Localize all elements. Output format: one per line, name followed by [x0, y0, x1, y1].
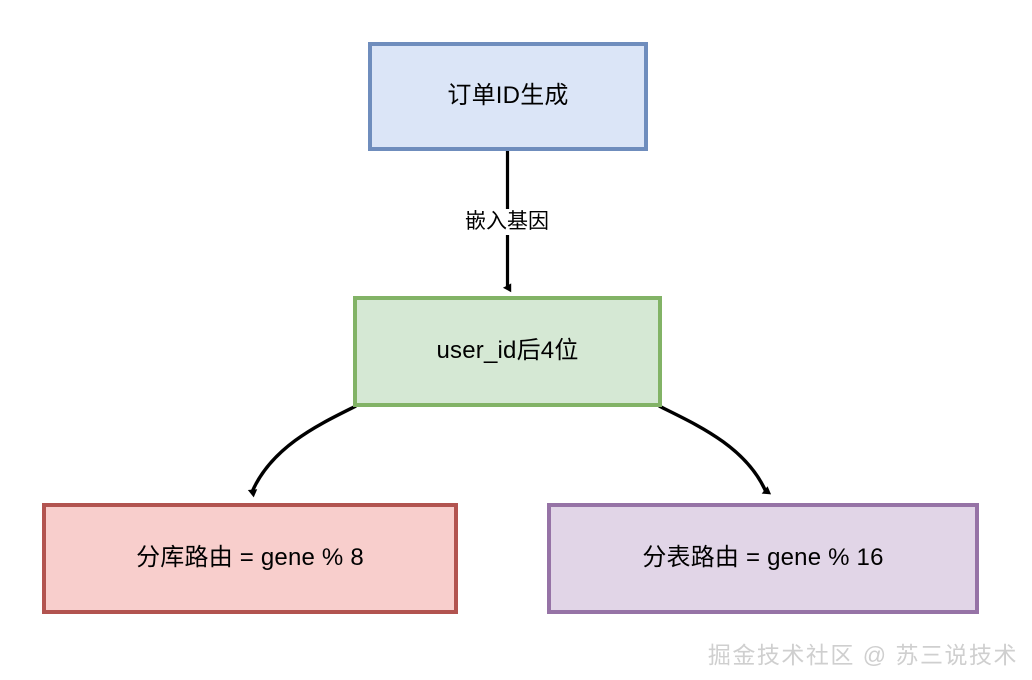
edge-gene-to-db [247, 404, 357, 498]
node-user-id-last-four-label: user_id后4位 [436, 337, 579, 365]
node-user-id-last-four[interactable]: user_id后4位 [353, 296, 662, 407]
node-database-route-label: 分库路由 = gene % 8 [136, 544, 364, 572]
edge-label-embed-gene: 嵌入基因 [440, 209, 574, 236]
node-order-id-label: 订单ID生成 [447, 82, 569, 110]
node-table-route-label: 分表路由 = gene % 16 [642, 544, 884, 572]
edge-label-embed-gene-text: 嵌入基因 [465, 210, 549, 233]
node-order-id-generation[interactable]: 订单ID生成 [368, 42, 648, 151]
node-table-route[interactable]: 分表路由 = gene % 16 [547, 503, 979, 614]
edge-gene-to-table [658, 404, 772, 495]
watermark: 掘金技术社区 @ 苏三说技术 [707, 642, 1018, 668]
node-database-route[interactable]: 分库路由 = gene % 8 [42, 503, 458, 614]
